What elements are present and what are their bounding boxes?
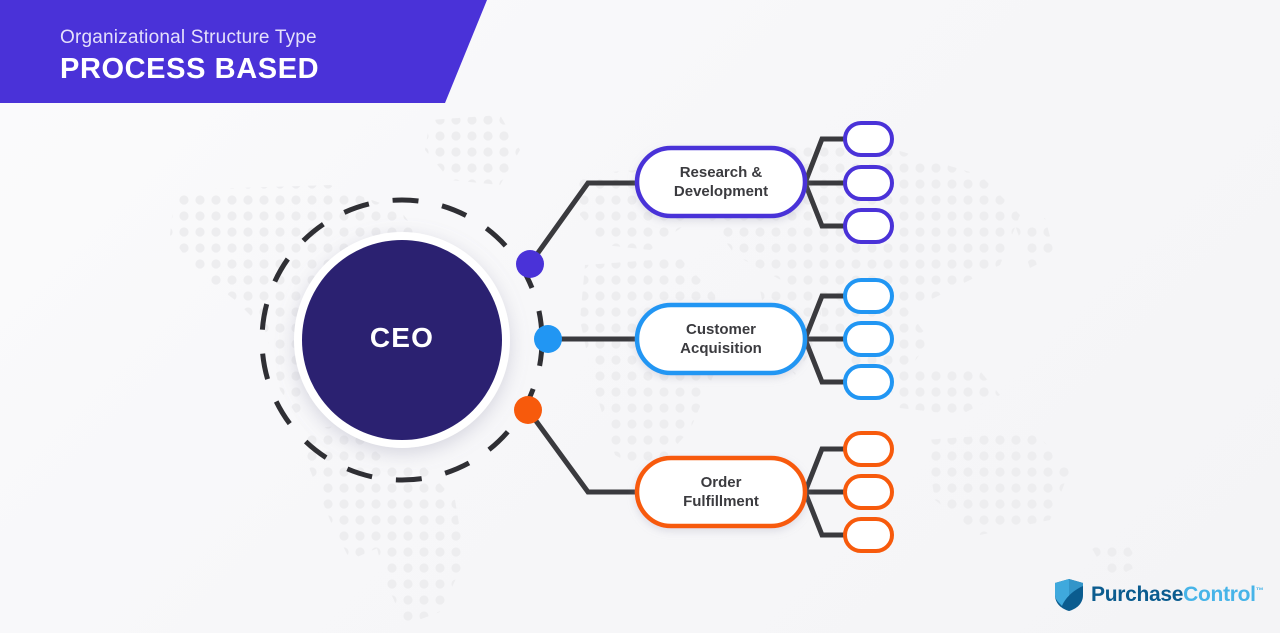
connector-research-to-child-1: [802, 136, 845, 184]
connector-dot-customer-acquisition[interactable]: [534, 325, 562, 353]
banner-headline: PROCESS BASED: [60, 53, 320, 85]
logo-trademark-symbol: ™: [1255, 586, 1264, 595]
child-pill-customer-1[interactable]: [843, 278, 894, 314]
child-pill-research-2[interactable]: [843, 165, 894, 201]
child-pill-customer-2[interactable]: [843, 321, 894, 357]
child-pill-order-3[interactable]: [843, 517, 894, 553]
connector-ceo-to-order-fulfillment: [525, 408, 637, 495]
child-pill-customer-3[interactable]: [843, 364, 894, 400]
connector-customer-to-child-1: [802, 293, 845, 340]
child-pill-order-1[interactable]: [843, 431, 894, 467]
connector-dot-research-development[interactable]: [516, 250, 544, 278]
connector-order-to-child-1: [802, 446, 845, 493]
ceo-node-circle[interactable]: [302, 240, 502, 440]
connector-order-to-child-3: [802, 491, 845, 538]
header-banner: Organizational Structure Type PROCESS BA…: [0, 0, 487, 103]
connector-research-to-child-3: [802, 182, 845, 229]
logo-wordmark: PurchaseControl™: [1091, 583, 1264, 607]
branch-customer-acquisition: [534, 278, 894, 400]
branch-pill-research-development[interactable]: [634, 145, 808, 219]
connector-dot-order-fulfillment[interactable]: [514, 396, 542, 424]
purchasecontrol-logo: PurchaseControl™: [1054, 574, 1264, 616]
connector-customer-to-child-3: [802, 338, 845, 385]
shield-icon: [1055, 579, 1083, 611]
child-pill-research-3[interactable]: [843, 208, 894, 244]
branch-research-development: [516, 121, 894, 278]
banner-eyebrow: Organizational Structure Type: [60, 27, 317, 48]
connector-ceo-to-research-development: [527, 180, 637, 266]
logo-word-purchase: Purchase: [1091, 583, 1184, 606]
child-pill-research-1[interactable]: [843, 121, 894, 157]
branch-order-fulfillment: [514, 396, 894, 553]
branch-pill-customer-acquisition[interactable]: [634, 302, 808, 376]
branch-pill-order-fulfillment[interactable]: [634, 455, 808, 529]
child-pill-order-2[interactable]: [843, 474, 894, 510]
logo-word-control: Control: [1183, 583, 1256, 606]
